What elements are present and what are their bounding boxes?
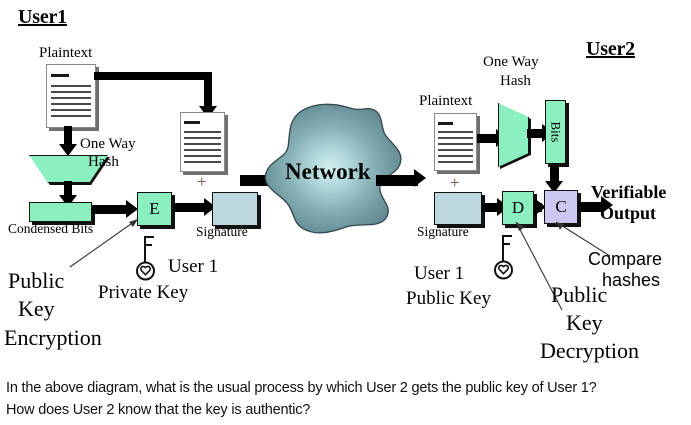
question-line-2: How does User 2 know that the key is aut… — [6, 402, 311, 418]
left-plaintext-label: Plaintext — [39, 45, 93, 61]
decrypt-box-label: D — [511, 198, 525, 217]
right-hash-to-bits-arrow-shaft — [527, 129, 546, 138]
user1-private-key-label-line2: Private Key — [98, 282, 189, 303]
right-hash-funnel-icon — [498, 103, 529, 167]
right-plaintext-label: Plaintext — [419, 93, 473, 109]
left-hash-label-line1: One Way — [80, 136, 136, 152]
left-top-connector-horizontal — [94, 72, 212, 80]
bits-to-encrypt-arrowhead — [126, 200, 138, 218]
signature-to-decrypt-arrow-shaft — [482, 203, 500, 212]
user2-heading: User2 — [586, 38, 635, 60]
public-key-encryption-line3: Encryption — [4, 325, 102, 350]
compare-to-output-arrow-shaft — [578, 202, 604, 212]
left-signature-box — [212, 192, 258, 226]
user1-public-key-label-line2: Public Key — [406, 288, 491, 309]
left-doc-to-hash-arrowhead — [59, 144, 77, 156]
public-key-encryption-line2: Key — [18, 296, 55, 321]
verifiable-output-line1: Verifiable — [591, 182, 667, 202]
right-signature-box — [434, 192, 482, 225]
condensed-bits-box — [29, 202, 92, 222]
public-key-decryption-line1: Public — [551, 282, 608, 307]
verifiable-output-line2: Output — [600, 203, 657, 223]
compare-hashes-pointer — [555, 221, 611, 257]
compare-box: C — [544, 190, 578, 224]
right-plus-sign: + — [450, 173, 460, 192]
left-doc-to-hash-arrow-shaft — [64, 126, 72, 148]
encrypt-box-label: E — [149, 199, 160, 218]
right-doc-to-hash-arrow-shaft — [477, 134, 499, 143]
bits-box: Bits — [545, 100, 566, 164]
left-hash-funnel-icon — [29, 155, 108, 183]
compare-hashes-line2: hashes — [602, 270, 661, 290]
right-hash-label-line2: Hash — [500, 73, 531, 89]
right-hash-label-line1: One Way — [483, 54, 539, 70]
compare-to-output-arrowhead — [601, 196, 613, 214]
public-key-decryption-pointer — [515, 221, 563, 311]
decrypt-box: D — [502, 191, 534, 225]
encrypt-box: E — [137, 192, 172, 226]
right-signature-label: Signature — [417, 224, 469, 239]
condensed-bits-label: Condensed Bits — [8, 221, 94, 236]
left-hash-label-line2: Hash — [88, 154, 119, 170]
user1-heading: User1 — [18, 6, 67, 28]
left-signature-label: Signature — [196, 224, 248, 239]
question-line-1: In the above diagram, what is the usual … — [6, 380, 597, 396]
left-plaintext-document-icon — [46, 64, 96, 128]
bits-to-compare-arrow-shaft — [550, 163, 559, 185]
network-to-right-arrowhead — [414, 169, 426, 187]
left-to-network-arrow-shaft — [240, 175, 280, 186]
compare-box-label: C — [555, 197, 567, 216]
decrypt-to-compare-arrowhead — [534, 198, 546, 216]
user1-public-key-label-line1: User 1 — [414, 263, 465, 284]
user1-public-key-icon — [490, 231, 520, 283]
network-to-right-arrow-shaft — [376, 175, 418, 186]
user1-private-key-label-line1: User 1 — [168, 256, 219, 277]
left-plus-sign: + — [197, 172, 207, 191]
left-top-connector-vertical — [204, 72, 212, 108]
public-key-encryption-line1: Public — [8, 268, 65, 293]
bits-to-encrypt-arrow-shaft — [92, 205, 128, 214]
public-key-decryption-line3: Decryption — [540, 338, 639, 363]
encrypt-to-signature-arrow-shaft — [173, 203, 207, 212]
compare-hashes-line1: Compare — [588, 249, 663, 269]
public-key-encryption-pointer — [69, 218, 139, 268]
left-signed-document-icon — [180, 112, 225, 172]
network-label: Network — [285, 159, 371, 184]
public-key-decryption-line2: Key — [566, 310, 603, 335]
bits-box-label: Bits — [548, 121, 564, 143]
right-plaintext-document-icon — [434, 113, 477, 171]
left-hash-to-bits-arrow-shaft — [64, 181, 72, 199]
user1-private-key-icon — [132, 232, 162, 284]
network-cloud-icon — [262, 102, 405, 237]
